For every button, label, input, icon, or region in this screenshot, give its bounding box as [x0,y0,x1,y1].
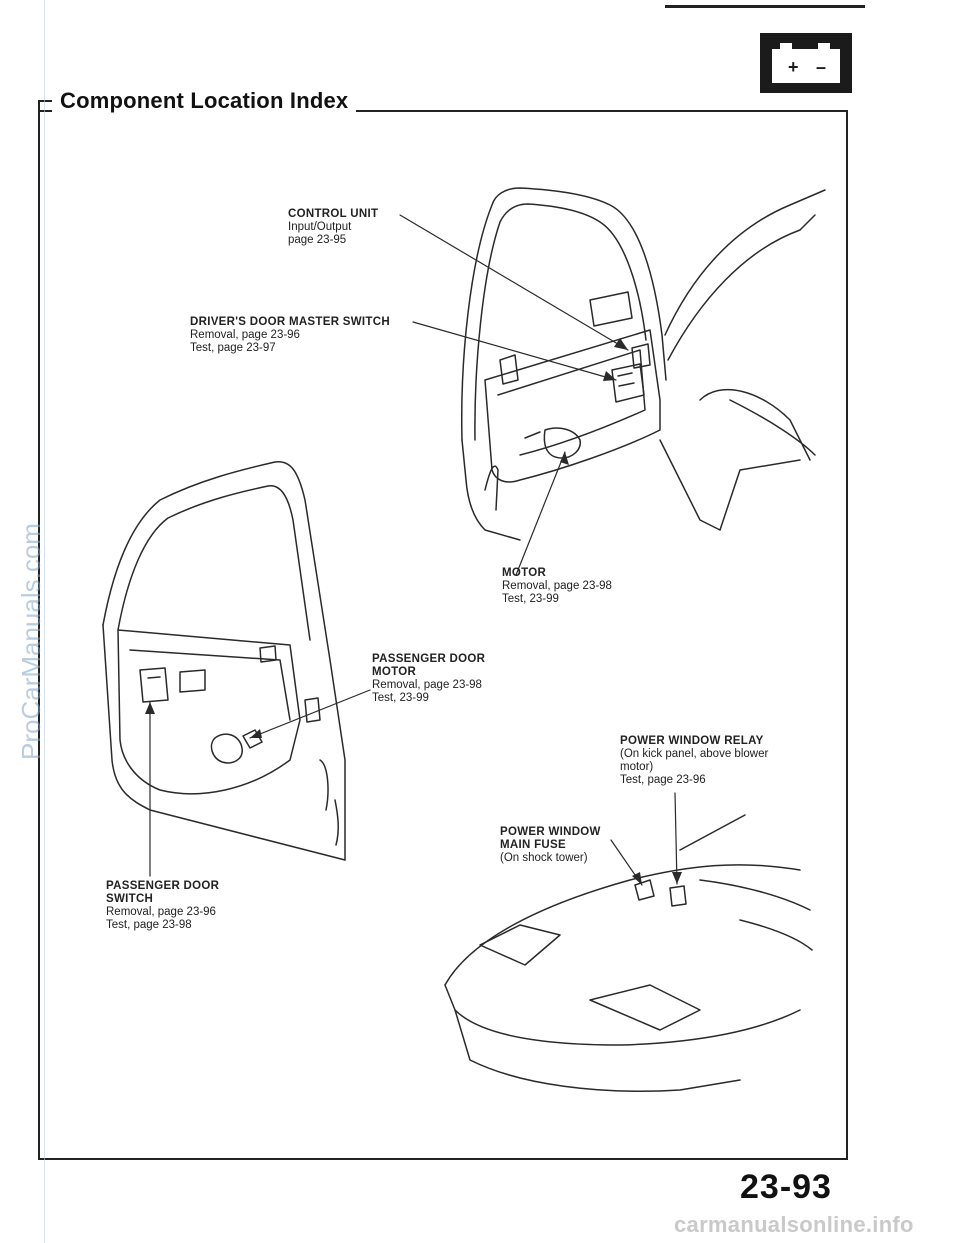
callout-control-unit: CONTROL UNIT Input/Output page 23-95 [288,208,378,247]
top-rule [665,5,865,8]
battery-plus: + [788,57,799,77]
battery-minus: – [816,57,826,77]
motor-line2: Test, 23-99 [502,593,559,605]
relay-title: POWER WINDOW RELAY [620,735,764,747]
footer-watermark: carmanualsonline.info [674,1212,914,1237]
passenger-switch-line2: Test, page 23-98 [106,919,192,931]
battery-glyph: + – [772,43,840,83]
master-switch-title: DRIVER'S DOOR MASTER SWITCH [190,316,390,328]
passenger-switch-title1: PASSENGER DOOR [106,880,220,892]
callout-motor: MOTOR Removal, page 23-98 Test, 23-99 [502,567,612,606]
callout-passenger-motor: PASSENGER DOOR MOTOR Removal, page 23-98… [372,653,485,705]
passenger-switch-title2: SWITCH [106,893,154,905]
title-bracket [38,100,52,112]
main-fuse-line1: (On shock tower) [500,852,588,864]
callout-master-switch: DRIVER'S DOOR MASTER SWITCH Removal, pag… [190,316,390,355]
main-fuse-title1: POWER WINDOW [500,826,601,838]
passenger-motor-line1: Removal, page 23-98 [372,679,482,691]
callout-main-fuse: POWER WINDOW MAIN FUSE (On shock tower) [500,826,601,865]
car-body-drawing [659,189,826,531]
callout-passenger-switch: PASSENGER DOOR SWITCH Removal, page 23-9… [106,880,219,932]
control-unit-line2: page 23-95 [288,234,347,246]
arrowheads [145,338,682,885]
relay-line1: (On kick panel, above blower [620,748,769,760]
passenger-motor-title2: MOTOR [372,666,417,678]
passenger-motor-line2: Test, 23-99 [372,692,429,704]
motor-title: MOTOR [502,567,547,579]
callout-relay: POWER WINDOW RELAY (On kick panel, above… [620,735,768,787]
main-fuse-title2: MAIN FUSE [500,839,566,851]
page-number: 23-93 [740,1168,832,1206]
control-unit-title: CONTROL UNIT [288,208,379,220]
passenger-door-drawing [102,461,346,861]
page-title: Component Location Index [52,88,357,114]
drivers-door-drawing [461,187,667,541]
passenger-switch-line1: Removal, page 23-96 [106,906,216,918]
motor-line1: Removal, page 23-98 [502,580,612,592]
master-switch-line2: Test, page 23-97 [190,342,276,354]
leader-lines [149,214,678,886]
side-watermark: ProCarManuals.com [16,523,46,760]
master-switch-line1: Removal, page 23-96 [190,329,300,341]
passenger-motor-title1: PASSENGER DOOR [372,653,486,665]
hood-drawing [444,814,813,1092]
relay-line3: Test, page 23-96 [620,774,706,786]
relay-line2: motor) [620,761,654,773]
battery-icon: + – [760,33,852,93]
control-unit-line1: Input/Output [288,221,352,233]
content-frame [38,110,848,1160]
watermark-rule [44,0,45,1243]
